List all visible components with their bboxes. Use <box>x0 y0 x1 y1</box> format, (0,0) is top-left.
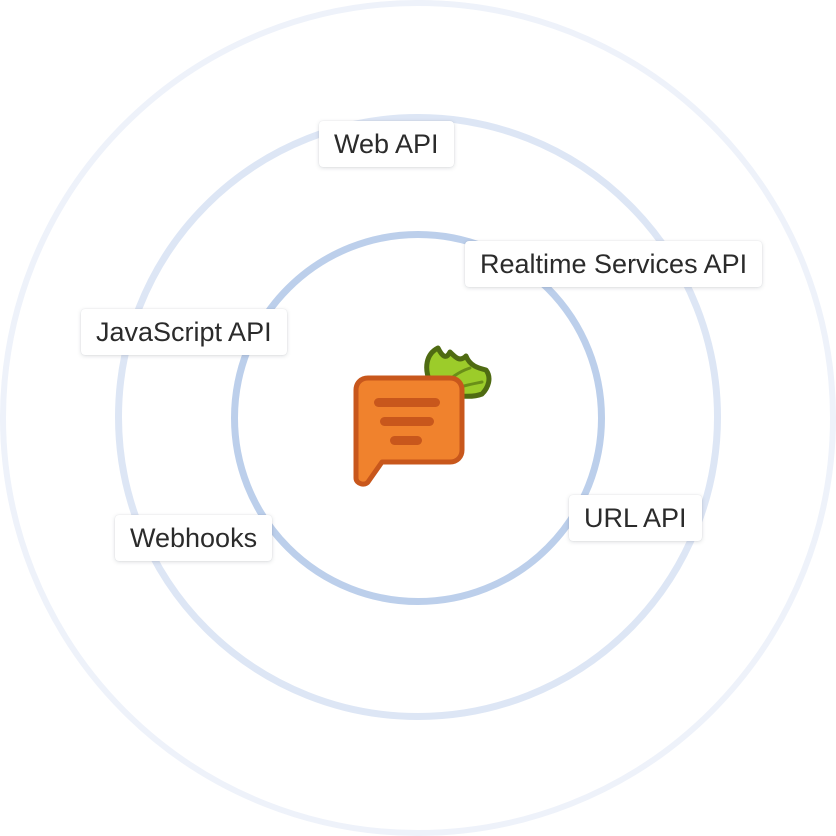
web-api-label: Web API <box>319 121 454 167</box>
realtime-services-api-label: Realtime Services API <box>465 241 763 287</box>
url-api-label: URL API <box>569 495 702 541</box>
inner-ring <box>231 231 605 605</box>
javascript-api-label: JavaScript API <box>81 309 287 355</box>
carrot-chat-bubble-icon <box>346 338 500 492</box>
webhooks-label: Webhooks <box>115 515 273 561</box>
